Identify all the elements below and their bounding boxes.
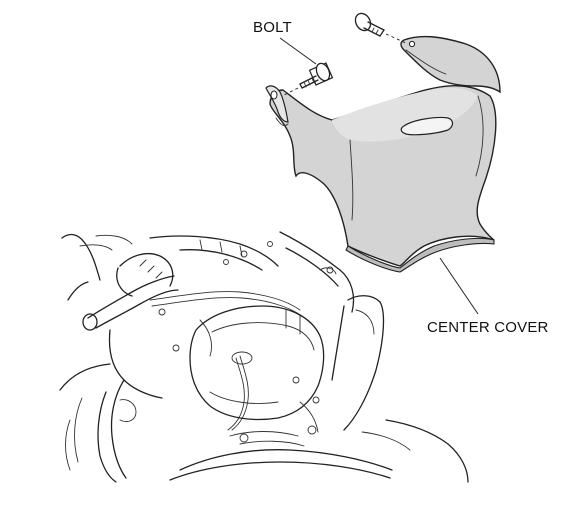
bolt-left (281, 62, 334, 97)
bolt-upper (354, 12, 409, 45)
bolt-label: BOLT (253, 19, 292, 36)
center-cover-leader-line (439, 257, 479, 315)
bolt-leader-line (279, 37, 317, 65)
motorcycle-frame-area (59, 231, 469, 483)
center-cover (265, 35, 501, 273)
center-cover-label: CENTER COVER (427, 319, 549, 336)
